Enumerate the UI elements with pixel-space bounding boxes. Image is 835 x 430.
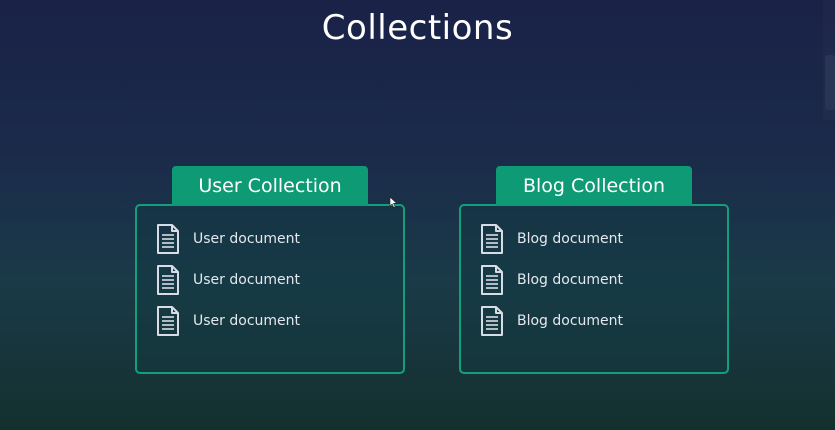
document-icon [157,306,179,336]
collection-box-user: User document User document User [135,204,405,374]
document-item: User document [155,224,300,254]
document-item: User document [155,265,300,295]
document-label: User document [193,231,300,247]
document-label: Blog document [517,231,624,247]
document-item: User document [155,306,300,336]
collection-tab-user: User Collection [172,166,368,206]
mouse-cursor-icon [389,196,397,208]
document-item: Blog document [479,306,623,336]
document-icon [481,306,503,336]
document-icon [481,224,503,254]
document-icon [481,265,503,295]
document-item: Blog document [479,224,623,254]
collection-tab-blog: Blog Collection [496,166,692,206]
document-icon [157,224,179,254]
document-item: Blog document [479,265,623,295]
document-label: Blog document [517,272,624,288]
document-label: User document [193,313,300,329]
scrollbar-thumb[interactable] [825,55,835,110]
document-label: Blog document [517,313,624,329]
document-icon [157,265,179,295]
page-title: Collections [321,8,514,48]
collection-blog: Blog Collection Blog document Blog [459,166,729,374]
document-label: User document [193,272,300,288]
scrollbar-track[interactable] [823,0,835,120]
collection-box-blog: Blog document Blog document Blog [459,204,729,374]
collection-user: User Collection User document User [135,166,405,374]
